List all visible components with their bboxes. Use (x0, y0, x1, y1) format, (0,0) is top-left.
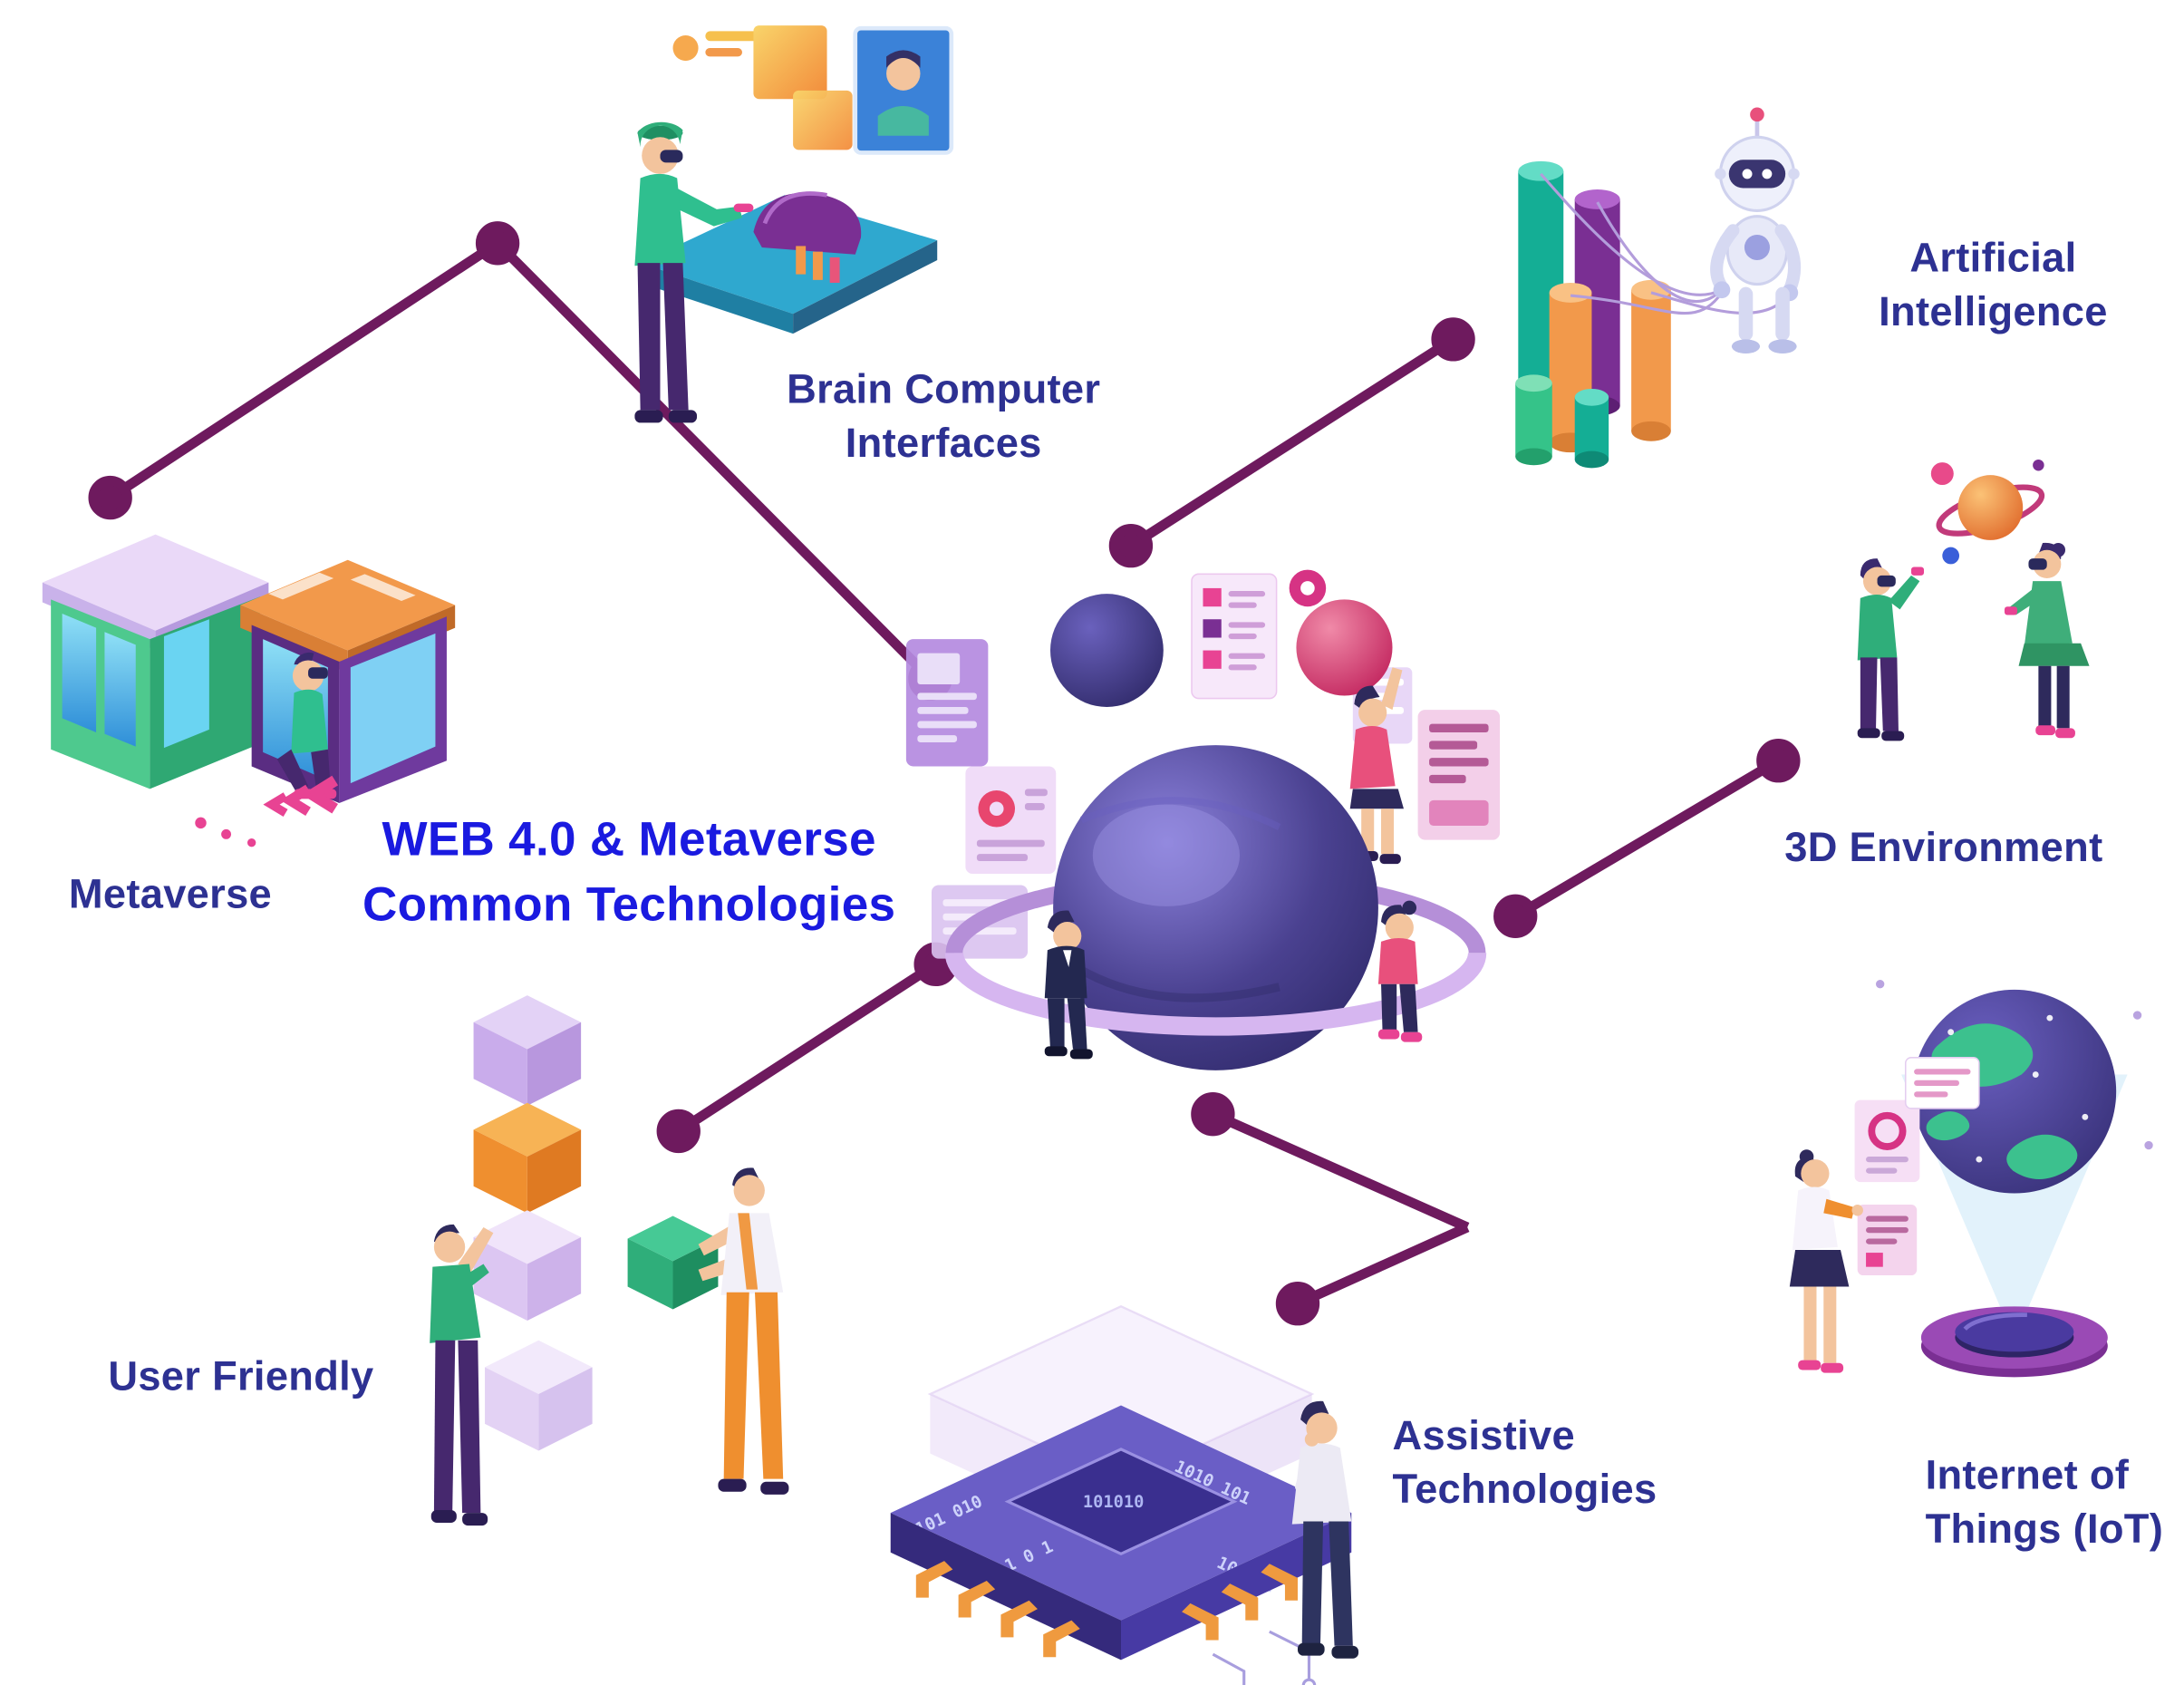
assistive-technologies-illustration: 101 010 0 1 0 1 1010 101 10 011 101010 (831, 1213, 1382, 1685)
diagram-title: WEB 4.0 & Metaverse Common Technologies (362, 812, 896, 932)
people-stacking-cubes-icon (430, 995, 789, 1526)
ringed-planet-icon (905, 569, 1501, 1070)
connector-center-assistive (1191, 1092, 1470, 1326)
metaverse-illustration (31, 424, 456, 863)
connector-center-user-friendly (656, 942, 958, 1154)
person-with-vr-headset-icon (634, 25, 954, 423)
label-user-friendly: User Friendly (108, 1354, 374, 1400)
label-3d-environment: 3D Environment (1784, 825, 2103, 871)
connector-center-3d-environment (1493, 739, 1801, 938)
robot-with-bar-chart-icon (1515, 107, 1802, 469)
vr-people-planet-icon (1857, 459, 2090, 741)
svg-text:101010: 101010 (1083, 1493, 1145, 1512)
three-d-environment-illustration (1823, 445, 2106, 749)
circuit-board-icon: 101 010 0 1 0 1 1010 101 10 011 101010 (890, 1305, 1359, 1685)
label-assistive-technologies: Assistive Technologies (1392, 1413, 1657, 1513)
label-internet-of-things: Internet of Things (IoT) (1925, 1453, 2164, 1553)
metaverse-storefronts-icon (42, 534, 456, 847)
holographic-globe-icon (1789, 980, 2153, 1378)
label-brain-computer-interfaces: Brain Computer Interfaces (787, 367, 1101, 467)
user-friendly-illustration (393, 975, 810, 1562)
label-artificial-intelligence: Artificial Intelligence (1879, 236, 2108, 335)
connector-center-ai (1108, 317, 1475, 568)
brain-computer-interfaces-illustration (586, 11, 968, 450)
internet-of-things-illustration (1767, 934, 2177, 1414)
center-planet-illustration (898, 537, 1506, 1131)
artificial-intelligence-illustration (1495, 78, 1834, 488)
label-metaverse: Metaverse (68, 872, 273, 918)
